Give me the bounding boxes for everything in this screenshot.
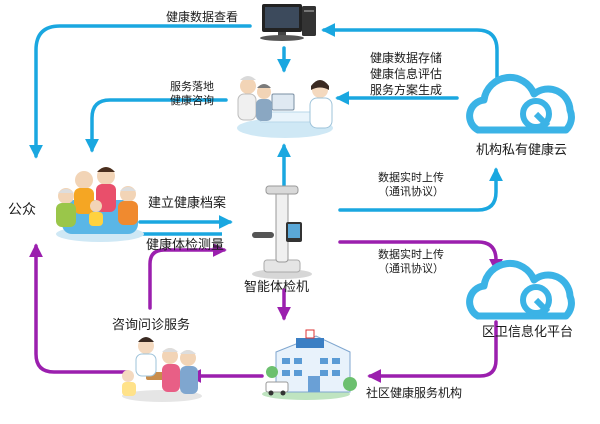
arrow-district-to-community [367, 320, 498, 383]
label-upload-line: （通讯协议） [378, 262, 444, 275]
label-health-check: 健康体检测量 [146, 238, 225, 253]
label-service-landing-line: 服务落地 [170, 80, 214, 93]
label-data-view: 健康数据查看 [166, 10, 239, 24]
arrow-elderly-to-public [29, 243, 130, 374]
label-upload-line: （通讯协议） [378, 185, 444, 198]
label-smart-machine: 智能体检机 [244, 280, 310, 295]
label-upload-line: 数据实时上传 [378, 171, 444, 184]
label-upload-line: 数据实时上传 [378, 248, 444, 261]
label-service-landing-line: 健康咨询 [170, 94, 214, 107]
label-realtime-upload-2: 数据实时上传 （通讯协议） [378, 248, 444, 276]
health-kiosk-icon [252, 185, 312, 279]
arrow-consult-service-to-machine [148, 243, 227, 310]
label-consult-service: 咨询问诊服务 [112, 318, 191, 333]
label-cloud-task: 服务方案生成 [370, 83, 443, 97]
label-realtime-upload-1: 数据实时上传 （通讯协议） [378, 171, 444, 199]
arrow-cloud-to-computer [321, 23, 499, 84]
arrow-computer-to-public [29, 24, 252, 159]
label-district-platform: 区卫信息化平台 [482, 325, 574, 340]
label-build-record: 建立健康档案 [148, 196, 227, 211]
computer-icon [260, 4, 316, 41]
family-icon [56, 167, 144, 242]
label-community-org: 社区健康服务机构 [366, 386, 463, 400]
arrow-machine-to-district [338, 240, 503, 273]
doctor-consult-icon [237, 76, 333, 138]
label-public: 公众 [8, 202, 36, 218]
hospital-icon [262, 329, 357, 400]
label-cloud-task: 健康信息评估 [370, 67, 443, 81]
label-cloud-tasks: 健康数据存储 健康信息评估 服务方案生成 [370, 50, 442, 98]
label-private-cloud: 机构私有健康云 [476, 143, 568, 158]
cloud-icon [466, 259, 575, 320]
arrow-consult-to-family [85, 98, 228, 153]
arrow-machine-to-cloud [338, 167, 503, 212]
label-service-landing: 服务落地 健康咨询 [170, 80, 214, 108]
cloud-icon [466, 73, 575, 134]
elderly-consult-icon [122, 337, 202, 402]
label-cloud-task: 健康数据存储 [370, 51, 443, 65]
